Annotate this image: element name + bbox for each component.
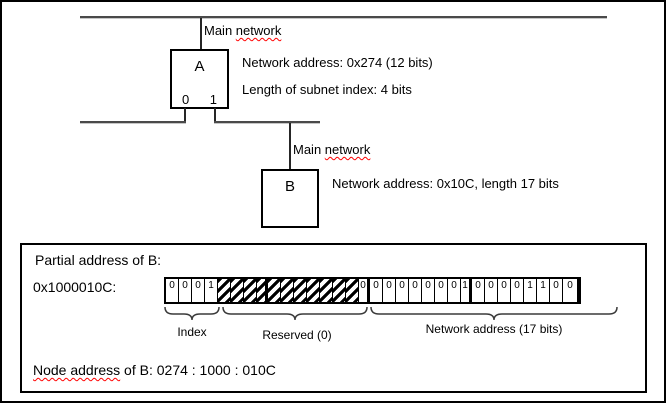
reserved-brace: [222, 307, 368, 321]
bit-cell: 0: [472, 279, 485, 302]
bit-cell: 1: [461, 279, 472, 302]
bit-cell: 1: [537, 279, 550, 302]
node-a-port-1: 1: [209, 92, 217, 107]
node-a-info-line-2: Length of subnet index: 4 bits: [242, 82, 412, 97]
bit-cell: 0: [359, 279, 370, 302]
reserved-brace-label: Reserved (0): [262, 328, 332, 342]
index-brace-label: Index: [177, 325, 207, 339]
node-a-port-0: 0: [182, 92, 190, 107]
main-network-label-1-word: network: [235, 23, 282, 38]
bit-cell: 0: [396, 279, 409, 302]
subnet-0-line: [80, 121, 186, 124]
main-network-label-2: Main network: [293, 142, 370, 157]
node-address-line-rest: of B: 0274 : 1000 : 010C: [120, 362, 276, 378]
bit-cell: 0: [370, 279, 383, 302]
reserved-bit-cell: [268, 279, 281, 302]
node-b-box: B: [261, 169, 319, 228]
reserved-bit-cell: [307, 279, 320, 302]
network-address-brace: [370, 307, 618, 321]
bit-cell: 0: [166, 279, 179, 302]
bit-cell: 1: [205, 279, 218, 302]
node-a-ports: 0 1: [172, 93, 227, 107]
node-a-port0-stub: [184, 108, 186, 123]
node-address-line: Node address of B: 0274 : 1000 : 010C: [33, 362, 276, 378]
bit-cell: 0: [485, 279, 498, 302]
bit-cell: 0: [409, 279, 422, 302]
hex-value-label: 0x1000010C:: [33, 279, 117, 295]
reserved-bit-cell: [244, 279, 257, 302]
bit-cell: 0: [179, 279, 192, 302]
connector-line-to-b: [289, 123, 291, 169]
bit-cell: 0: [498, 279, 511, 302]
bit-cell: 0: [422, 279, 435, 302]
main-network-label-2-prefix: Main: [293, 142, 325, 157]
bit-cell: 0: [192, 279, 205, 302]
partial-address-panel: [20, 243, 647, 393]
reserved-bit-cell: [218, 279, 231, 302]
reserved-bit-cell: [281, 279, 294, 302]
bit-cell: 0: [511, 279, 524, 302]
bit-cell: 0: [435, 279, 448, 302]
reserved-bit-cell: [346, 279, 359, 302]
reserved-bit-cell: [320, 279, 333, 302]
reserved-bit-cell: [231, 279, 244, 302]
main-network-label-1: Main network: [204, 23, 281, 38]
node-a-info-line-1: Network address: 0x274 (12 bits): [242, 55, 433, 70]
index-brace: [164, 307, 220, 321]
reserved-bit-cell: [294, 279, 307, 302]
node-a-port1-stub: [214, 108, 216, 123]
bit-cell: 0: [383, 279, 396, 302]
node-b-label: B: [284, 178, 295, 195]
network-address-brace-label: Network address (17 bits): [425, 322, 563, 336]
main-network-label-2-word: network: [324, 142, 371, 157]
subnet-1-line: [214, 121, 320, 124]
node-b-info-line-1: Network address: 0x10C, length 17 bits: [332, 176, 559, 191]
main-network-label-1-prefix: Main: [204, 23, 236, 38]
node-address-line-underlined: Node address: [33, 362, 121, 378]
connector-line-to-a: [200, 18, 202, 49]
reserved-bit-cell: [257, 279, 268, 302]
bit-cell: 1: [524, 279, 537, 302]
bit-cell: 0: [448, 279, 461, 302]
main-network-line-top: [80, 16, 607, 19]
bit-cell: 0: [550, 279, 563, 302]
partial-address-title: Partial address of B:: [35, 252, 162, 268]
node-a-box: A 0 1: [170, 49, 229, 109]
reserved-bit-cell: [333, 279, 346, 302]
node-a-label: A: [194, 58, 205, 75]
bit-cell: 0: [563, 279, 577, 302]
